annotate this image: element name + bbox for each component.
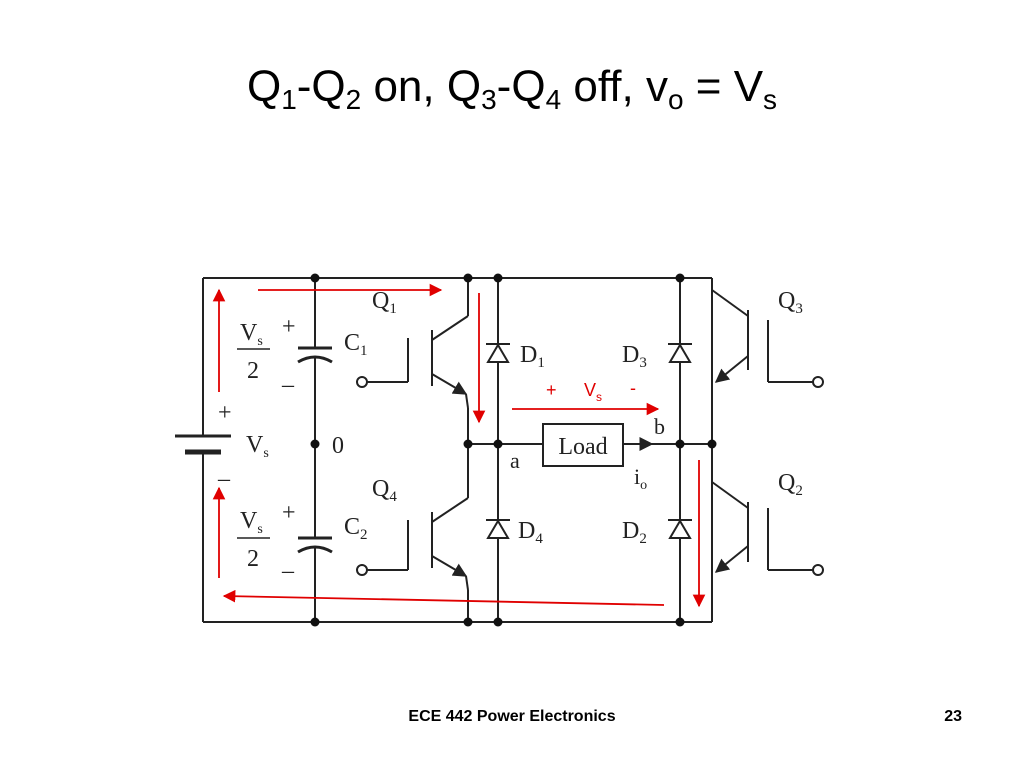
label-d4: D4 [518,518,543,547]
svg-text:–: – [281,558,295,584]
label-midpoint-0: 0 [332,433,344,459]
svg-text:+: + [282,500,296,526]
transistor-q1 [362,315,469,409]
slide-title: Q1-Q2 on, Q3-Q4 off, vo = Vs [246,62,778,115]
diode-d3 [668,343,692,363]
dc-source-label: + – Vs [217,400,269,492]
upper-source-label: Vs 2 + – [237,314,296,398]
svg-text:-: - [630,378,636,398]
transistor-q4 [362,497,469,591]
label-d3: D3 [622,342,647,371]
footer-course: ECE 442 Power Electronics [408,708,616,725]
current-path-arrows [212,283,706,608]
load-label: Load [558,434,607,460]
label-node-b: b [654,414,665,439]
svg-text:Vs: Vs [246,432,269,461]
label-q1: Q1 [372,288,397,317]
label-d2: D2 [622,518,647,547]
diode-d4 [486,519,510,539]
svg-text:Vs: Vs [584,380,602,404]
diode-d1 [486,343,510,363]
label-c2: C2 [344,514,368,543]
transistor-q2 [711,481,813,573]
svg-text:–: – [281,372,295,398]
lower-source-label: Vs 2 + – [237,500,296,584]
label-io: io [634,464,647,493]
svg-text:2: 2 [247,546,259,572]
q1-gate-terminal [356,376,368,388]
battery [175,434,231,455]
q4-gate-terminal [356,564,368,576]
q3-gate-terminal [812,376,824,388]
svg-text:+: + [546,380,557,400]
label-q2: Q2 [778,470,803,499]
svg-text:+: + [282,314,296,340]
svg-text:–: – [217,466,231,492]
transistor-q3 [711,289,813,383]
svg-text:Vs: Vs [240,320,263,349]
label-node-a: a [510,448,520,473]
svg-text:Vs: Vs [240,508,263,537]
current-arrow-bottom [222,589,665,606]
capacitor-c1 [297,346,333,364]
label-c1: C1 [344,330,368,359]
output-voltage-label: + Vs - [546,378,636,404]
svg-text:2: 2 [247,358,259,384]
svg-text:+: + [218,400,232,426]
diode-d2 [668,519,692,539]
footer-page-number: 23 [944,708,962,725]
label-q3: Q3 [778,288,803,317]
junction-dots [310,273,717,627]
capacitor-c2 [297,536,333,554]
label-d1: D1 [520,342,545,371]
q2-gate-terminal [812,564,824,576]
circuit-wires [202,277,713,623]
label-q4: Q4 [372,476,397,505]
